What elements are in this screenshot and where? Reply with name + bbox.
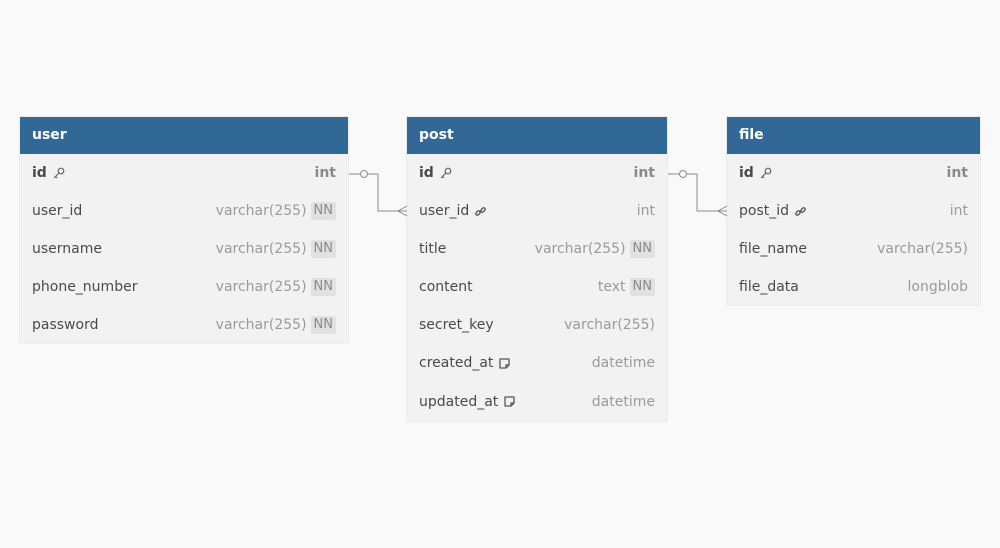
link-icon: [474, 205, 487, 218]
column-row-title[interactable]: title varchar(255) NN: [407, 230, 667, 268]
column-type: varchar(255): [215, 241, 307, 257]
column-type: datetime: [591, 393, 655, 410]
column-type: varchar(255): [215, 203, 307, 219]
column-type: int: [633, 165, 655, 181]
column-type: text: [597, 279, 626, 295]
column-name: file_name: [739, 241, 808, 257]
column-name: secret_key: [419, 317, 494, 333]
column-name: title: [419, 241, 447, 257]
column-type: int: [314, 165, 336, 181]
table-file[interactable]: file id int post_id int file_name varcha…: [727, 117, 980, 305]
not-null-badge: NN: [629, 278, 655, 296]
column-type: varchar(255): [215, 316, 307, 333]
not-null-badge: NN: [629, 240, 655, 258]
column-type: varchar(255): [534, 241, 626, 257]
column-type: varchar(255): [564, 317, 655, 333]
column-name: user_id: [419, 203, 470, 219]
key-icon: [759, 167, 772, 180]
column-type: varchar(255): [877, 241, 968, 257]
link-icon: [794, 205, 807, 218]
column-name: password: [32, 316, 99, 333]
key-icon: [52, 167, 65, 180]
column-type: longblob: [907, 278, 968, 295]
column-row-password[interactable]: password varchar(255) NN: [20, 306, 348, 343]
table-post[interactable]: post id int user_id int title varchar(25: [407, 117, 667, 421]
column-row-user_id[interactable]: user_id varchar(255) NN: [20, 192, 348, 230]
column-name: file_data: [739, 278, 799, 295]
note-icon[interactable]: [503, 395, 516, 408]
column-row-content[interactable]: content text NN: [407, 268, 667, 306]
note-icon[interactable]: [498, 357, 511, 370]
column-name: username: [32, 241, 102, 257]
relationship-user-post[interactable]: [349, 170, 408, 217]
column-row-user_id[interactable]: user_id int: [407, 192, 667, 230]
column-row-updated_at[interactable]: updated_at datetime: [407, 382, 667, 421]
column-row-phone_number[interactable]: phone_number varchar(255) NN: [20, 268, 348, 306]
column-row-file_name[interactable]: file_name varchar(255): [727, 230, 980, 268]
not-null-badge: NN: [310, 202, 336, 220]
table-header-user[interactable]: user: [20, 117, 348, 154]
column-name: phone_number: [32, 279, 138, 295]
column-type: datetime: [591, 355, 655, 371]
column-row-file_data[interactable]: file_data longblob: [727, 268, 980, 305]
column-type: varchar(255): [215, 279, 307, 295]
column-row-username[interactable]: username varchar(255) NN: [20, 230, 348, 268]
column-type: int: [949, 203, 968, 219]
table-header-file[interactable]: file: [727, 117, 980, 154]
column-type: int: [946, 165, 968, 181]
column-row-id[interactable]: id int: [407, 154, 667, 192]
not-null-badge: NN: [310, 315, 336, 334]
column-row-post_id[interactable]: post_id int: [727, 192, 980, 230]
column-name: created_at: [419, 355, 494, 371]
column-row-id[interactable]: id int: [727, 154, 980, 192]
relationship-post-file[interactable]: [668, 170, 728, 217]
column-row-id[interactable]: id int: [20, 154, 348, 192]
column-name: content: [419, 279, 473, 295]
column-name: post_id: [739, 203, 790, 219]
not-null-badge: NN: [310, 240, 336, 258]
column-row-created_at[interactable]: created_at datetime: [407, 344, 667, 382]
key-icon: [439, 167, 452, 180]
table-header-post[interactable]: post: [407, 117, 667, 154]
column-name: id: [32, 165, 47, 181]
column-name: id: [419, 165, 434, 181]
column-name: id: [739, 165, 754, 181]
column-row-secret_key[interactable]: secret_key varchar(255): [407, 306, 667, 344]
not-null-badge: NN: [310, 278, 336, 296]
table-user[interactable]: user id int user_id varchar(255) NN user…: [20, 117, 348, 343]
column-name: user_id: [32, 203, 83, 219]
column-name: updated_at: [419, 393, 499, 410]
column-type: int: [636, 203, 655, 219]
